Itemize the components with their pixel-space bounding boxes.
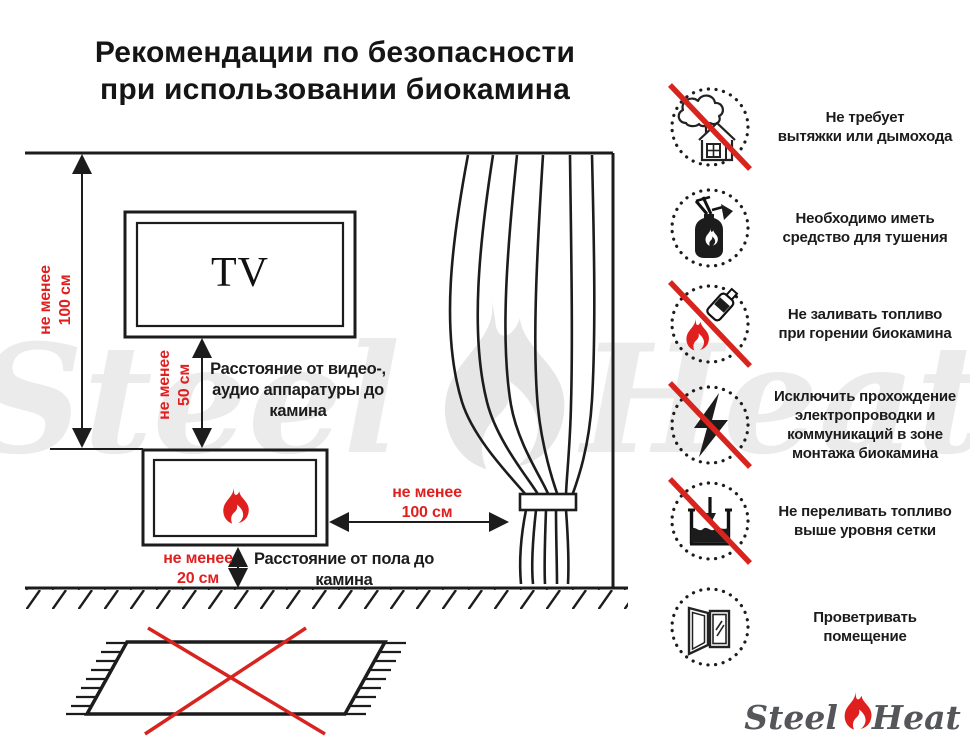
prohibition-line (668, 381, 752, 469)
dim-wall-to-fireplace: не менее 100 см (37, 265, 74, 335)
logo-flame-icon (844, 691, 872, 730)
fireplace-box (141, 448, 329, 547)
rule-text: Необходимо иметь средство для тушения (782, 210, 948, 246)
floor-hatching (25, 589, 628, 609)
tv-label: TV (211, 250, 269, 296)
curtain (448, 154, 596, 585)
curtain-tie-band (518, 492, 578, 512)
ventilate-icon (670, 587, 750, 667)
carpet-crossed (66, 626, 406, 736)
fuel-bottle (706, 287, 739, 322)
dim-floor-to-fireplace: не менее 20 см (163, 550, 233, 587)
room-diagram (25, 151, 628, 736)
watermark-flame-icon (444, 297, 565, 469)
rule-row-ventilate: Проветривать помещение (666, 582, 966, 672)
no-refuel-burning-icon (668, 280, 752, 368)
rule-text: Не требует вытяжки или дымохода (777, 109, 953, 145)
carpet-fringe-left (66, 641, 126, 716)
fireplace-flame-icon (223, 487, 249, 524)
carpet-fringe-right (346, 641, 406, 716)
prohibition-line (668, 280, 752, 368)
rule-row-no-overfill: Не переливать топливо выше уровня сетки (666, 476, 966, 566)
page-title: Рекомендации по безопасности при использ… (94, 36, 576, 106)
no-overfill-icon (668, 477, 752, 565)
prohibition-line (668, 83, 752, 171)
dim-fireplace-to-curtain: не менее 100 см (392, 484, 462, 521)
extinguisher-nozzle (721, 204, 733, 220)
rule-text: Проветривать помещение (813, 609, 917, 645)
tv-box (123, 210, 357, 339)
watermark-heat-text: Heat (581, 312, 970, 488)
logo-steel-text: Steel (744, 697, 838, 737)
rule-text: Не переливать топливо выше уровня сетки (778, 503, 952, 539)
rule-text: Не заливать топливо при горении биокамин… (778, 306, 952, 342)
brand-logo: Steel Heat (740, 688, 965, 746)
logo-heat-text: Heat (871, 697, 961, 737)
carpet-cross-line-2 (144, 626, 307, 736)
carpet-cross-line-1 (147, 626, 326, 736)
rule-row-no-chimney: Не требует вытяжки или дымохода (666, 82, 966, 172)
label-av-distance: Расстояние от видео-, аудио аппаратуры д… (210, 360, 386, 420)
no-chimney-icon (668, 83, 752, 171)
prohibition-line (668, 477, 752, 565)
extinguisher-icon (670, 188, 750, 268)
rule-row-no-wiring: Исключить прохождение электропроводки и … (666, 380, 966, 470)
flame (686, 318, 709, 351)
rule-row-extinguisher: Необходимо иметь средство для тушения (666, 183, 966, 273)
dim-tv-to-fireplace: не менее 50 см (156, 350, 193, 420)
no-wiring-icon (668, 381, 752, 469)
rule-text: Исключить прохождение электропроводки и … (773, 388, 957, 462)
rule-row-no-refuel: Не заливать топливо при горении биокамин… (666, 279, 966, 369)
label-floor-distance: Расстояние от пола до камина (253, 550, 434, 589)
window-fixed-pane (708, 609, 731, 649)
